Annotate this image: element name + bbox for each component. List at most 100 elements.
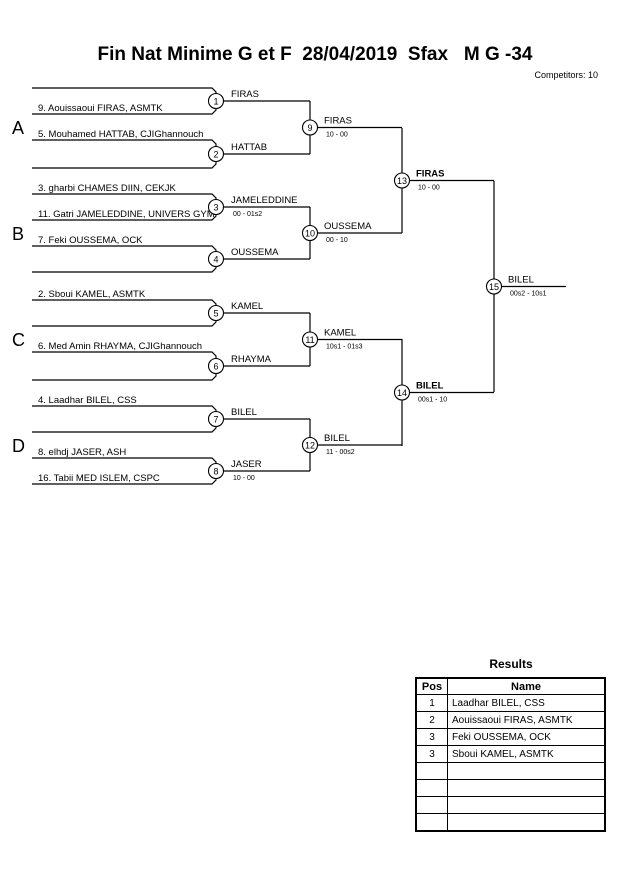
results-header-pos: Pos xyxy=(415,677,448,695)
competitor-name: 16. Tabii MED ISLEM, CSPC xyxy=(38,473,160,484)
match-7-circle xyxy=(207,410,225,428)
group-label-d: D xyxy=(12,436,25,456)
results-row xyxy=(415,796,606,814)
match-2-circle xyxy=(207,145,225,163)
match-12-winner: BILEL xyxy=(324,433,350,444)
r1-lower-line-7 xyxy=(32,426,217,433)
match-15-number: 15 xyxy=(489,282,499,292)
match-9-number: 9 xyxy=(307,123,312,133)
results-row xyxy=(415,813,606,832)
r1-lower-line-6 xyxy=(32,373,217,381)
match-9-winner: FIRAS xyxy=(324,116,352,127)
results-name xyxy=(447,813,606,832)
results-pos: 3 xyxy=(415,728,448,746)
match-7-winner: BILEL xyxy=(231,407,257,418)
match-3-score: 00 - 01s2 xyxy=(233,211,262,218)
match-14-winner: BILEL xyxy=(416,381,444,392)
results-pos xyxy=(415,762,448,780)
match-13-winner: FIRAS xyxy=(416,169,445,180)
r1-upper-line-5 xyxy=(32,299,217,306)
match-5-circle xyxy=(207,304,225,322)
results-pos xyxy=(415,813,448,832)
results-header-row: Pos Name xyxy=(415,677,606,695)
r1-upper-line-4 xyxy=(32,245,217,252)
match-4-circle xyxy=(207,250,225,268)
competitor-name: 9. Aouissaoui FIRAS, ASMTK xyxy=(38,103,163,114)
match-11-circle xyxy=(301,331,319,348)
match-6-winner: RHAYMA xyxy=(231,354,272,365)
results-name: Sboui KAMEL, ASMTK xyxy=(447,745,606,763)
competitor-name: 7. Feki OUSSEMA, OCK xyxy=(38,235,143,246)
match-10-score: 00 - 10 xyxy=(326,237,348,244)
match-3-number: 3 xyxy=(213,202,218,212)
results-pos: 3 xyxy=(415,745,448,763)
match-12-number: 12 xyxy=(305,440,315,450)
match-12-score: 11 - 00s2 xyxy=(326,449,355,456)
results-name: Laadhar BILEL, CSS xyxy=(447,694,606,712)
r1-upper-line-6 xyxy=(32,351,217,359)
match-11-winner: KAMEL xyxy=(324,328,356,339)
match-12-circle xyxy=(301,436,319,454)
page-title: Fin Nat Minime G et F 28/04/2019 Sfax M … xyxy=(97,44,533,65)
match-15-winner: BILEL xyxy=(508,275,534,286)
match-6-number: 6 xyxy=(213,361,218,371)
group-label-b: B xyxy=(12,224,25,244)
r1-lower-line-4 xyxy=(32,266,217,273)
match-3-winner: JAMELEDDINE xyxy=(231,195,298,206)
competitors-count: Competitors: 10 xyxy=(534,70,598,80)
competitor-name: 2. Sboui KAMEL, ASMTK xyxy=(38,289,146,300)
match-5-winner: KAMEL xyxy=(231,301,263,312)
match-1-number: 1 xyxy=(213,96,218,106)
match-4-winner: OUSSEMA xyxy=(231,247,279,258)
results-header-name: Name xyxy=(447,677,606,695)
match-8-number: 8 xyxy=(213,466,218,476)
results-row xyxy=(415,762,606,780)
competitor-name: 3. gharbi CHAMES DIIN, CEKJK xyxy=(38,183,176,194)
r1-upper-line-1 xyxy=(32,87,217,94)
match-13-score: 10 - 00 xyxy=(418,185,440,192)
match-15-score: 00s2 - 10s1 xyxy=(510,291,547,298)
match-5-number: 5 xyxy=(213,308,218,318)
match-2-winner: HATTAB xyxy=(231,142,267,153)
match-13-circle xyxy=(393,172,411,189)
match-9-score: 10 - 00 xyxy=(326,132,348,139)
match-2-number: 2 xyxy=(213,149,218,159)
r1-upper-line-3 xyxy=(32,193,217,200)
competitor-name: 5. Mouhamed HATTAB, CJIGhannouch xyxy=(38,129,203,140)
match-1-circle xyxy=(207,92,225,110)
r1-lower-line-2 xyxy=(32,161,217,169)
group-label-a: A xyxy=(12,118,25,138)
r1-upper-line-7 xyxy=(32,405,217,412)
results-name xyxy=(447,762,606,780)
match-13-number: 13 xyxy=(397,176,407,186)
match-3-circle xyxy=(207,198,225,216)
match-1-winner: FIRAS xyxy=(231,89,259,100)
match-10-circle xyxy=(301,224,319,242)
results-pos: 2 xyxy=(415,711,448,729)
results-name xyxy=(447,796,606,814)
competitor-name: 6. Med Amin RHAYMA, CJIGhannouch xyxy=(38,341,202,352)
competitor-name: 4. Laadhar BILEL, CSS xyxy=(38,395,137,406)
match-14-score: 00s1 - 10 xyxy=(418,397,447,404)
results-name: Aouissaoui FIRAS, ASMTK xyxy=(447,711,606,729)
match-8-winner: JASER xyxy=(231,459,262,470)
results-name xyxy=(447,779,606,797)
match-11-score: 10s1 - 01s3 xyxy=(326,344,363,351)
match-8-score: 10 - 00 xyxy=(233,475,255,482)
match-15-circle xyxy=(485,278,503,295)
results-pos: 1 xyxy=(415,694,448,712)
match-14-circle xyxy=(393,384,411,401)
match-14-number: 14 xyxy=(397,388,407,398)
results-name: Feki OUSSEMA, OCK xyxy=(447,728,606,746)
match-11-number: 11 xyxy=(305,335,314,345)
group-label-c: C xyxy=(12,330,25,350)
results-title: Results xyxy=(489,657,533,671)
match-10-number: 10 xyxy=(305,228,315,238)
